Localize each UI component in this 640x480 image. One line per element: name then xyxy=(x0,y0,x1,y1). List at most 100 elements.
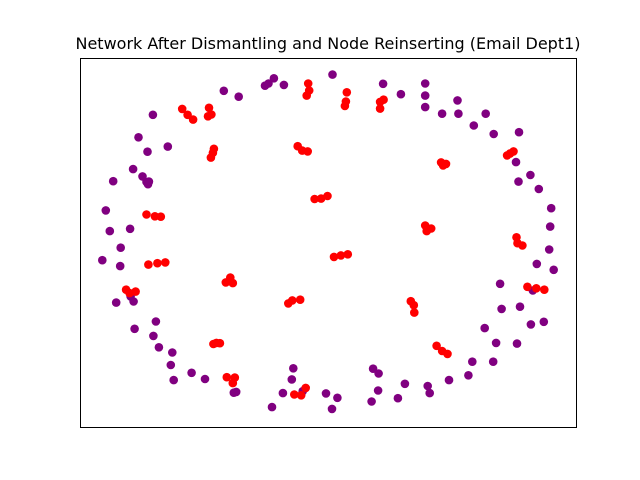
data-point-purple-43 xyxy=(400,379,410,389)
data-point-purple-6 xyxy=(234,92,243,101)
data-point-purple-37 xyxy=(468,357,477,367)
data-point-red-3 xyxy=(342,88,352,97)
data-point-purple-63 xyxy=(154,343,164,352)
data-point-purple-47 xyxy=(374,369,383,378)
data-point-red-9 xyxy=(177,104,187,114)
scatter-points xyxy=(98,70,558,414)
data-point-red-25 xyxy=(509,147,518,156)
data-point-purple-75 xyxy=(125,224,135,234)
data-point-purple-3 xyxy=(260,81,270,90)
data-point-red-58 xyxy=(532,284,541,293)
data-point-purple-13 xyxy=(437,109,447,118)
data-point-purple-62 xyxy=(166,360,176,370)
data-point-red-11 xyxy=(188,115,198,124)
data-point-purple-21 xyxy=(514,177,523,186)
data-point-red-53 xyxy=(295,295,305,305)
data-point-red-52 xyxy=(288,296,297,305)
data-point-purple-51 xyxy=(321,389,331,398)
data-point-purple-83 xyxy=(143,147,152,156)
data-point-red-39 xyxy=(144,260,153,269)
data-point-purple-76 xyxy=(101,206,111,215)
data-point-purple-72 xyxy=(115,261,125,271)
data-point-purple-45 xyxy=(373,386,383,395)
data-point-purple-77 xyxy=(108,176,118,186)
data-point-purple-19 xyxy=(511,157,521,167)
data-point-purple-82 xyxy=(128,164,138,174)
data-point-red-42 xyxy=(329,252,339,262)
data-point-purple-12 xyxy=(453,96,462,105)
data-point-red-29 xyxy=(323,191,332,201)
data-point-red-5 xyxy=(340,101,350,111)
data-point-purple-22 xyxy=(534,184,544,194)
data-point-red-41 xyxy=(161,258,170,267)
data-point-red-14 xyxy=(203,112,213,121)
data-point-purple-26 xyxy=(532,259,542,269)
data-point-purple-55 xyxy=(267,402,277,412)
data-point-purple-10 xyxy=(420,102,430,112)
data-point-red-40 xyxy=(153,258,162,268)
data-point-red-63 xyxy=(432,341,441,351)
data-point-red-43 xyxy=(336,251,346,260)
data-point-purple-73 xyxy=(116,243,125,252)
data-point-red-66 xyxy=(222,372,232,382)
data-point-purple-68 xyxy=(111,298,121,307)
data-point-red-23 xyxy=(438,161,448,170)
data-point-purple-61 xyxy=(169,375,178,385)
data-point-purple-44 xyxy=(393,393,403,403)
data-point-purple-27 xyxy=(549,265,558,275)
data-point-purple-38 xyxy=(488,357,498,367)
plot-frame xyxy=(80,58,577,428)
data-point-red-46 xyxy=(221,278,231,287)
data-point-purple-65 xyxy=(149,331,158,341)
data-point-red-47 xyxy=(228,278,238,288)
data-point-red-69 xyxy=(290,390,299,399)
data-point-purple-9 xyxy=(396,89,406,99)
data-point-purple-15 xyxy=(481,109,491,118)
data-point-purple-67 xyxy=(130,324,139,334)
data-point-red-68 xyxy=(228,378,238,388)
data-point-purple-23 xyxy=(546,203,556,213)
data-point-purple-30 xyxy=(515,302,525,312)
data-point-red-8 xyxy=(375,97,385,107)
data-point-purple-59 xyxy=(200,374,210,384)
data-point-red-38 xyxy=(518,241,527,250)
data-point-purple-86 xyxy=(148,110,158,120)
data-point-purple-1 xyxy=(279,80,289,90)
data-point-purple-39 xyxy=(464,371,473,380)
data-point-red-59 xyxy=(540,285,549,295)
data-point-purple-32 xyxy=(526,320,536,329)
data-point-purple-7 xyxy=(378,79,388,89)
data-point-purple-14 xyxy=(454,109,463,118)
data-point-purple-25 xyxy=(544,245,554,254)
data-point-purple-4 xyxy=(269,74,279,83)
data-point-purple-56 xyxy=(278,388,288,398)
data-point-purple-35 xyxy=(491,338,501,348)
data-point-red-27 xyxy=(310,194,319,204)
data-point-purple-58 xyxy=(229,388,239,398)
data-point-purple-81 xyxy=(143,179,153,189)
data-point-purple-33 xyxy=(539,317,549,327)
data-point-red-50 xyxy=(131,287,140,296)
data-point-purple-8 xyxy=(420,79,430,88)
data-point-purple-64 xyxy=(168,348,177,357)
data-point-purple-34 xyxy=(480,323,490,333)
data-point-purple-28 xyxy=(495,279,505,289)
data-point-purple-36 xyxy=(512,339,522,348)
data-point-purple-52 xyxy=(289,364,298,373)
data-point-purple-48 xyxy=(367,397,376,406)
data-point-purple-40 xyxy=(444,375,454,385)
data-point-purple-71 xyxy=(98,255,107,265)
data-point-red-12 xyxy=(204,103,214,113)
data-point-red-44 xyxy=(343,250,353,259)
data-point-red-20 xyxy=(303,147,313,156)
data-point-red-62 xyxy=(215,338,225,348)
data-point-purple-24 xyxy=(545,222,555,231)
data-point-purple-85 xyxy=(163,142,173,151)
data-point-purple-18 xyxy=(514,127,524,137)
data-point-purple-60 xyxy=(187,368,196,378)
data-point-purple-20 xyxy=(526,170,535,180)
data-point-purple-50 xyxy=(327,404,337,414)
data-point-purple-17 xyxy=(489,129,499,139)
data-point-purple-16 xyxy=(469,121,479,130)
